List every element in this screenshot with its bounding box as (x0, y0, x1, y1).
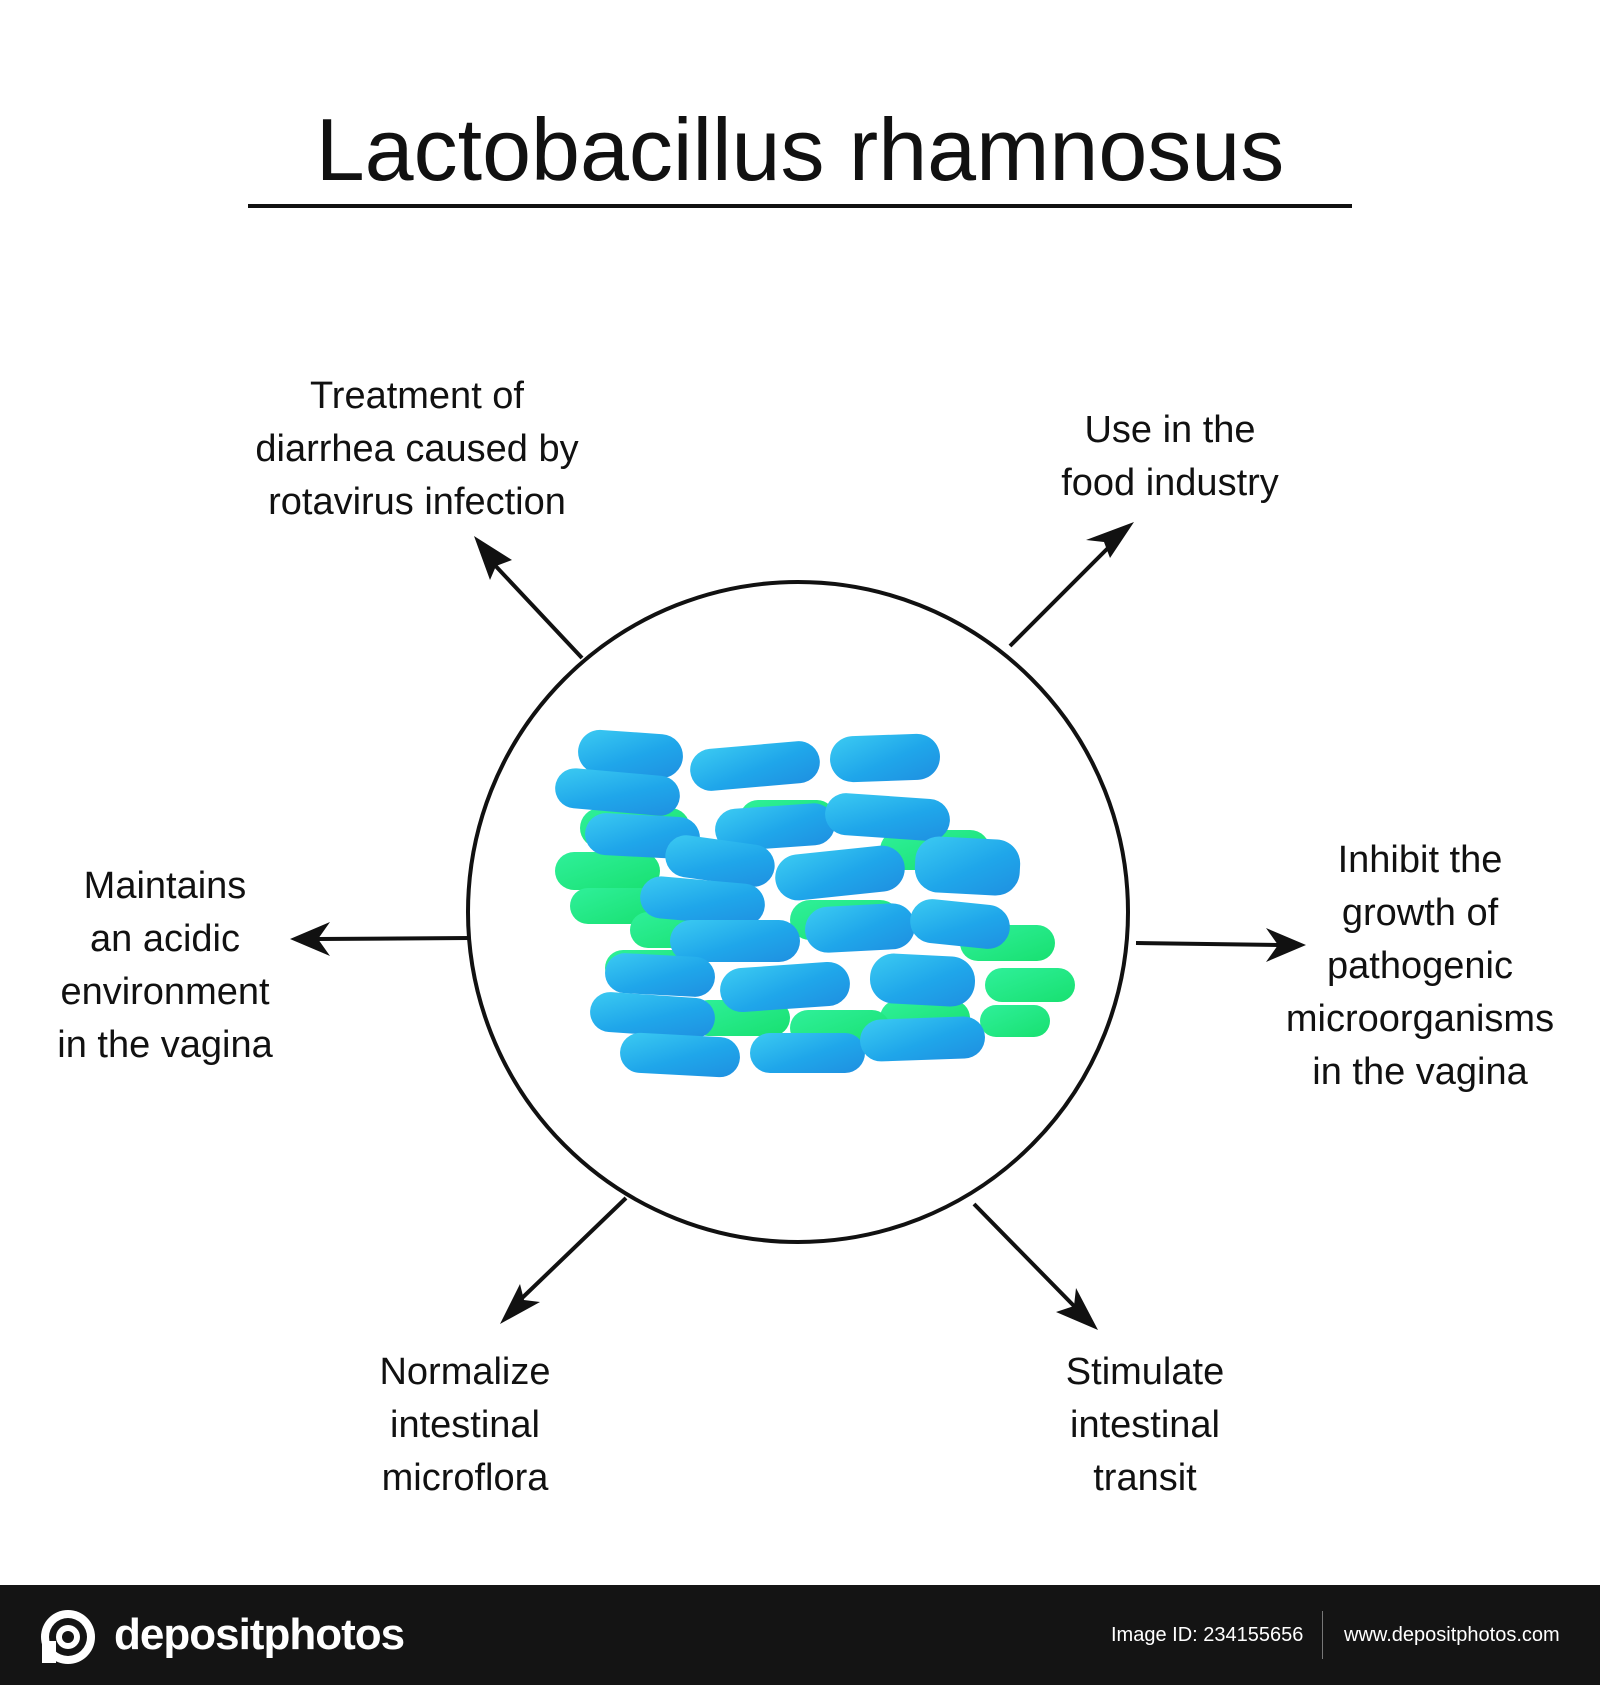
arrow-bottom-left (500, 1196, 628, 1324)
bacterium-cell (860, 1016, 985, 1062)
bacterium-cell (620, 1032, 740, 1078)
bacterium-cell (985, 968, 1075, 1002)
label-top-left: Treatment of diarrhea caused by rotaviru… (255, 375, 579, 523)
bacterium-cell (578, 729, 683, 779)
arrow-bottom-right (972, 1202, 1098, 1330)
footer-divider (1322, 1611, 1323, 1659)
label-bottom-right: Stimulate intestinal transit (1065, 1351, 1225, 1499)
bacterium-cell (914, 836, 1021, 896)
brand-logo-text: depositphotos (114, 1610, 405, 1659)
bacterium-cell (665, 835, 775, 887)
arrow-right (1135, 928, 1306, 962)
bacterium-cell (715, 803, 835, 851)
footer-bar: depositphotos Image ID: 234155656 www.de… (0, 1585, 1600, 1685)
bacterium-cell (640, 876, 765, 926)
bacterium-cell (555, 852, 660, 890)
bacterium-cell (670, 920, 800, 962)
image-id: Image ID: 234155656 (1111, 1624, 1304, 1646)
arrow-top-left (474, 536, 584, 660)
bacterium-cell (690, 741, 820, 791)
label-top-right: Use in the food industry (1061, 409, 1279, 504)
bacterium-cell (570, 888, 660, 924)
depositphotos-logo-icon (41, 1610, 95, 1664)
label-left: Maintains an acidic environment in the v… (57, 865, 273, 1066)
diagram-canvas (290, 522, 1306, 1330)
title-underline (248, 204, 1352, 208)
bacterium-cell (910, 899, 1010, 949)
bacterium-cell (805, 903, 915, 953)
microscope-view-circle (466, 580, 1130, 1244)
diagram-title: Lactobacillus rhamnosus (315, 100, 1285, 199)
bacterium-cell (555, 768, 680, 816)
arrow-top-right (1008, 522, 1134, 648)
bacterium-cell (980, 1005, 1050, 1037)
bacterium-cell (869, 953, 976, 1007)
bacterium-cell (775, 845, 905, 901)
bacterium-cell (825, 793, 950, 841)
bacterium-cell (830, 733, 940, 783)
bacterium-cell (720, 962, 850, 1012)
label-bottom-left: Normalize intestinal microflora (379, 1351, 551, 1499)
bacterium-cell (605, 953, 715, 997)
bacterium-cell (590, 992, 715, 1038)
label-right: Inhibit the growth of pathogenic microor… (1285, 839, 1555, 1093)
bacteria-cluster-blue (555, 729, 1021, 1078)
arrow-left (290, 922, 471, 956)
site-url: www.depositphotos.com (1344, 1624, 1560, 1646)
bacterium-cell (750, 1033, 865, 1073)
